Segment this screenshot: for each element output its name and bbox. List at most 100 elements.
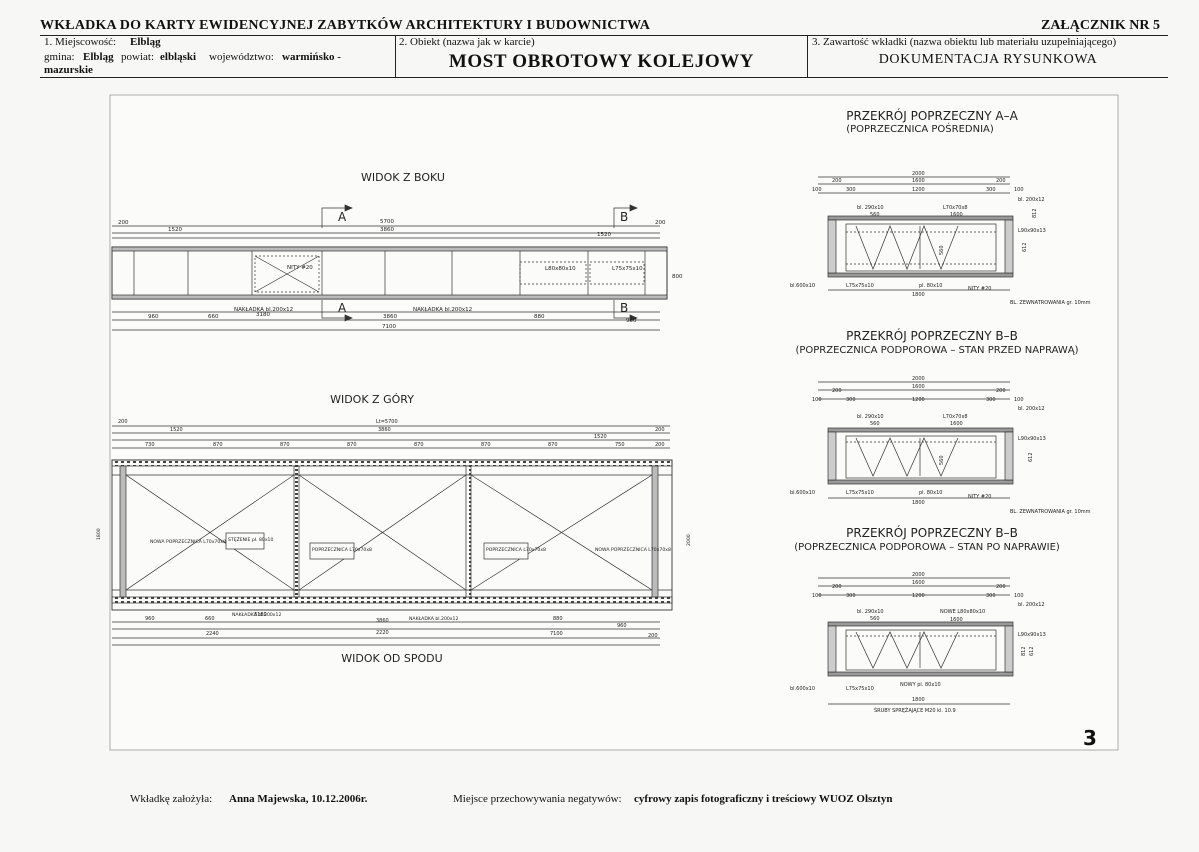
sa-dim-6: 1200 bbox=[912, 187, 925, 193]
top-label-5: NAKŁADKA bl.200x12 bbox=[232, 612, 281, 618]
dim-top-18: 3860 bbox=[376, 618, 389, 624]
sb2-dim-2: 200 bbox=[832, 584, 842, 590]
gmina-label: gmina: bbox=[44, 51, 75, 63]
sb2-label-5: L90x90x13 bbox=[1018, 632, 1046, 638]
marker-a-top: A bbox=[338, 210, 347, 224]
section-a-drawing bbox=[818, 176, 1014, 291]
author-value: Anna Majewska, 10.12.2006r. bbox=[229, 793, 368, 805]
dim-side-12: 7100 bbox=[382, 324, 396, 330]
author-label: Wkładkę założyła: bbox=[130, 793, 213, 805]
section-b2-subtitle: (POPRZECZNICA PODPOROWA – STAN PO NAPRAW… bbox=[794, 542, 1060, 553]
top-view: WIDOK Z GÓRY WIDOK OD SPODU bbox=[111, 393, 673, 665]
sb2-dim-4: 100 bbox=[812, 593, 822, 599]
top-label-3: POPRZECZNICA L70x70x8 bbox=[486, 547, 546, 553]
dim-top-19: 880 bbox=[553, 616, 563, 622]
sa-label-0: bl. 290x10 bbox=[857, 205, 884, 211]
side-label-1: L80x80x10 bbox=[545, 266, 576, 272]
sb1-label-8: pl. 80x10 bbox=[919, 490, 942, 496]
dim-side-1: 1520 bbox=[168, 227, 182, 233]
side-label-0: NITY #20 bbox=[287, 265, 313, 271]
sb1-dim-9: 1800 bbox=[912, 500, 925, 506]
sb2-dim-1: 1600 bbox=[912, 580, 925, 586]
sa-label-3: 1600 bbox=[950, 212, 963, 218]
powiat-label: powiat: bbox=[121, 51, 154, 63]
annex-number: ZAŁĄCZNIK NR 5 bbox=[1040, 18, 1160, 33]
side-view-title: WIDOK Z BOKU bbox=[361, 171, 445, 184]
sb2-dim-7: 300 bbox=[986, 593, 996, 599]
dim-top-17: 3180 bbox=[254, 612, 267, 618]
sb2-label-6: bl.600x10 bbox=[790, 686, 815, 692]
sb2-dim-5: 300 bbox=[846, 593, 856, 599]
object-name: MOST OBROTOWY KOLEJOWY bbox=[448, 51, 755, 72]
dim-top-24: 200 bbox=[648, 633, 658, 639]
header-divider-2 bbox=[807, 35, 808, 77]
dim-side-8: 3180 bbox=[256, 312, 270, 318]
sa-label-11: 560 bbox=[939, 245, 945, 255]
sb1-dim-2: 200 bbox=[832, 388, 842, 394]
dim-top-14: 200 bbox=[655, 442, 665, 448]
sa-dim-2: 200 bbox=[832, 178, 842, 184]
top-view-labels: NOWA POPRZECZNICA L70x70x8 STĘŻENIE pł. … bbox=[96, 528, 692, 622]
dim-side-9: 3860 bbox=[383, 314, 397, 320]
sb1-dim-1: 1600 bbox=[912, 384, 925, 390]
sb1-dim-5: 300 bbox=[846, 397, 856, 403]
dim-top-15: 960 bbox=[145, 616, 155, 622]
dim-top-13: 750 bbox=[615, 442, 625, 448]
dim-top-0: 200 bbox=[118, 419, 128, 425]
sa-label-9: NITY #20 bbox=[968, 286, 991, 292]
side-label-2: L75x75x10 bbox=[612, 266, 643, 272]
storage-label: Miejsce przechowywania negatywów: bbox=[453, 793, 622, 805]
dim-side-0: 200 bbox=[118, 220, 129, 226]
content-label: 3. Zawartość wkładki (nazwa obiektu lub … bbox=[812, 36, 1117, 48]
dim-top-23: 7100 bbox=[550, 631, 563, 637]
top-view-title: WIDOK Z GÓRY bbox=[330, 393, 414, 406]
side-label-4: NAKŁADKA bl.200x12 bbox=[413, 307, 472, 313]
dim-side-11: 950 bbox=[626, 318, 637, 324]
dim-top-9: 870 bbox=[347, 442, 357, 448]
section-b1-drawing bbox=[818, 381, 1014, 499]
wojewodztwo-value: warmińsko - mazurskie bbox=[44, 51, 341, 76]
sb2-label-2: NOWE L80x80x10 bbox=[940, 609, 985, 615]
sa-label-6: bl.600x10 bbox=[790, 283, 815, 289]
sa-label-1: 560 bbox=[870, 212, 880, 218]
section-titles: PRZEKRÓJ POPRZECZNY A–A (POPRZECZNICA PO… bbox=[794, 108, 1078, 553]
sb1-dim-0: 2000 bbox=[912, 376, 925, 382]
side-view-dimensions: 200 1520 5700 3860 1520 200 960 660 3180… bbox=[118, 219, 683, 330]
sa-label-8: pl. 80x10 bbox=[919, 283, 942, 289]
side-view: WIDOK Z BOKU bbox=[111, 171, 668, 331]
dim-top-16: 660 bbox=[205, 616, 215, 622]
wojewodztwo-label: województwo: bbox=[209, 51, 274, 63]
section-markers: A A B B bbox=[338, 210, 628, 315]
section-a-dims: 2000 1600 200 200 100 300 1200 300 100 1… bbox=[790, 171, 1091, 306]
dim-top-21: 2240 bbox=[206, 631, 219, 637]
sa-label-4: bl. 200x12 bbox=[1018, 197, 1045, 203]
dim-side-4: 1520 bbox=[597, 232, 611, 238]
sb1-label-12: 612 bbox=[1028, 452, 1034, 462]
top-label-4: NOWA POPRZECZNICA L70x70x8 bbox=[595, 547, 671, 553]
powiat-value: elbląski bbox=[160, 51, 197, 63]
sb2-dim-6: 1200 bbox=[912, 593, 925, 599]
sb1-label-11: 560 bbox=[939, 455, 945, 465]
sb2-dim-0: 2000 bbox=[912, 572, 925, 578]
sb1-label-6: bl.600x10 bbox=[790, 490, 815, 496]
dim-side-10: 880 bbox=[534, 314, 545, 320]
storage-value: cyfrowy zapis fotograficzny i treściowy … bbox=[634, 793, 893, 805]
sa-dim-7: 300 bbox=[986, 187, 996, 193]
section-a-title: PRZEKRÓJ POPRZECZNY A–A bbox=[846, 108, 1018, 123]
sb2-label-1: 560 bbox=[870, 616, 880, 622]
sa-dim-3: 200 bbox=[996, 178, 1006, 184]
top-label-2: POPRZECZNICA L70x70x8 bbox=[312, 547, 372, 553]
dim-side-2: 5700 bbox=[380, 219, 394, 225]
sb2-label-9: 1800 bbox=[912, 697, 925, 703]
sb2-label-11: 100 bbox=[1014, 593, 1024, 599]
header-rule-top bbox=[40, 35, 1168, 36]
header-rule-bottom bbox=[40, 77, 1168, 78]
form-title: WKŁADKA DO KARTY EWIDENCYJNEJ ZABYTKÓW A… bbox=[40, 18, 651, 33]
top-label-0: NOWA POPRZECZNICA L70x70x8 bbox=[150, 539, 226, 545]
sb1-dim-4: 100 bbox=[812, 397, 822, 403]
dim-top-12: 870 bbox=[548, 442, 558, 448]
sa-dim-5: 300 bbox=[846, 187, 856, 193]
sa-label-12: 612 bbox=[1022, 242, 1028, 252]
sb2-label-0: bl. 290x10 bbox=[857, 609, 884, 615]
